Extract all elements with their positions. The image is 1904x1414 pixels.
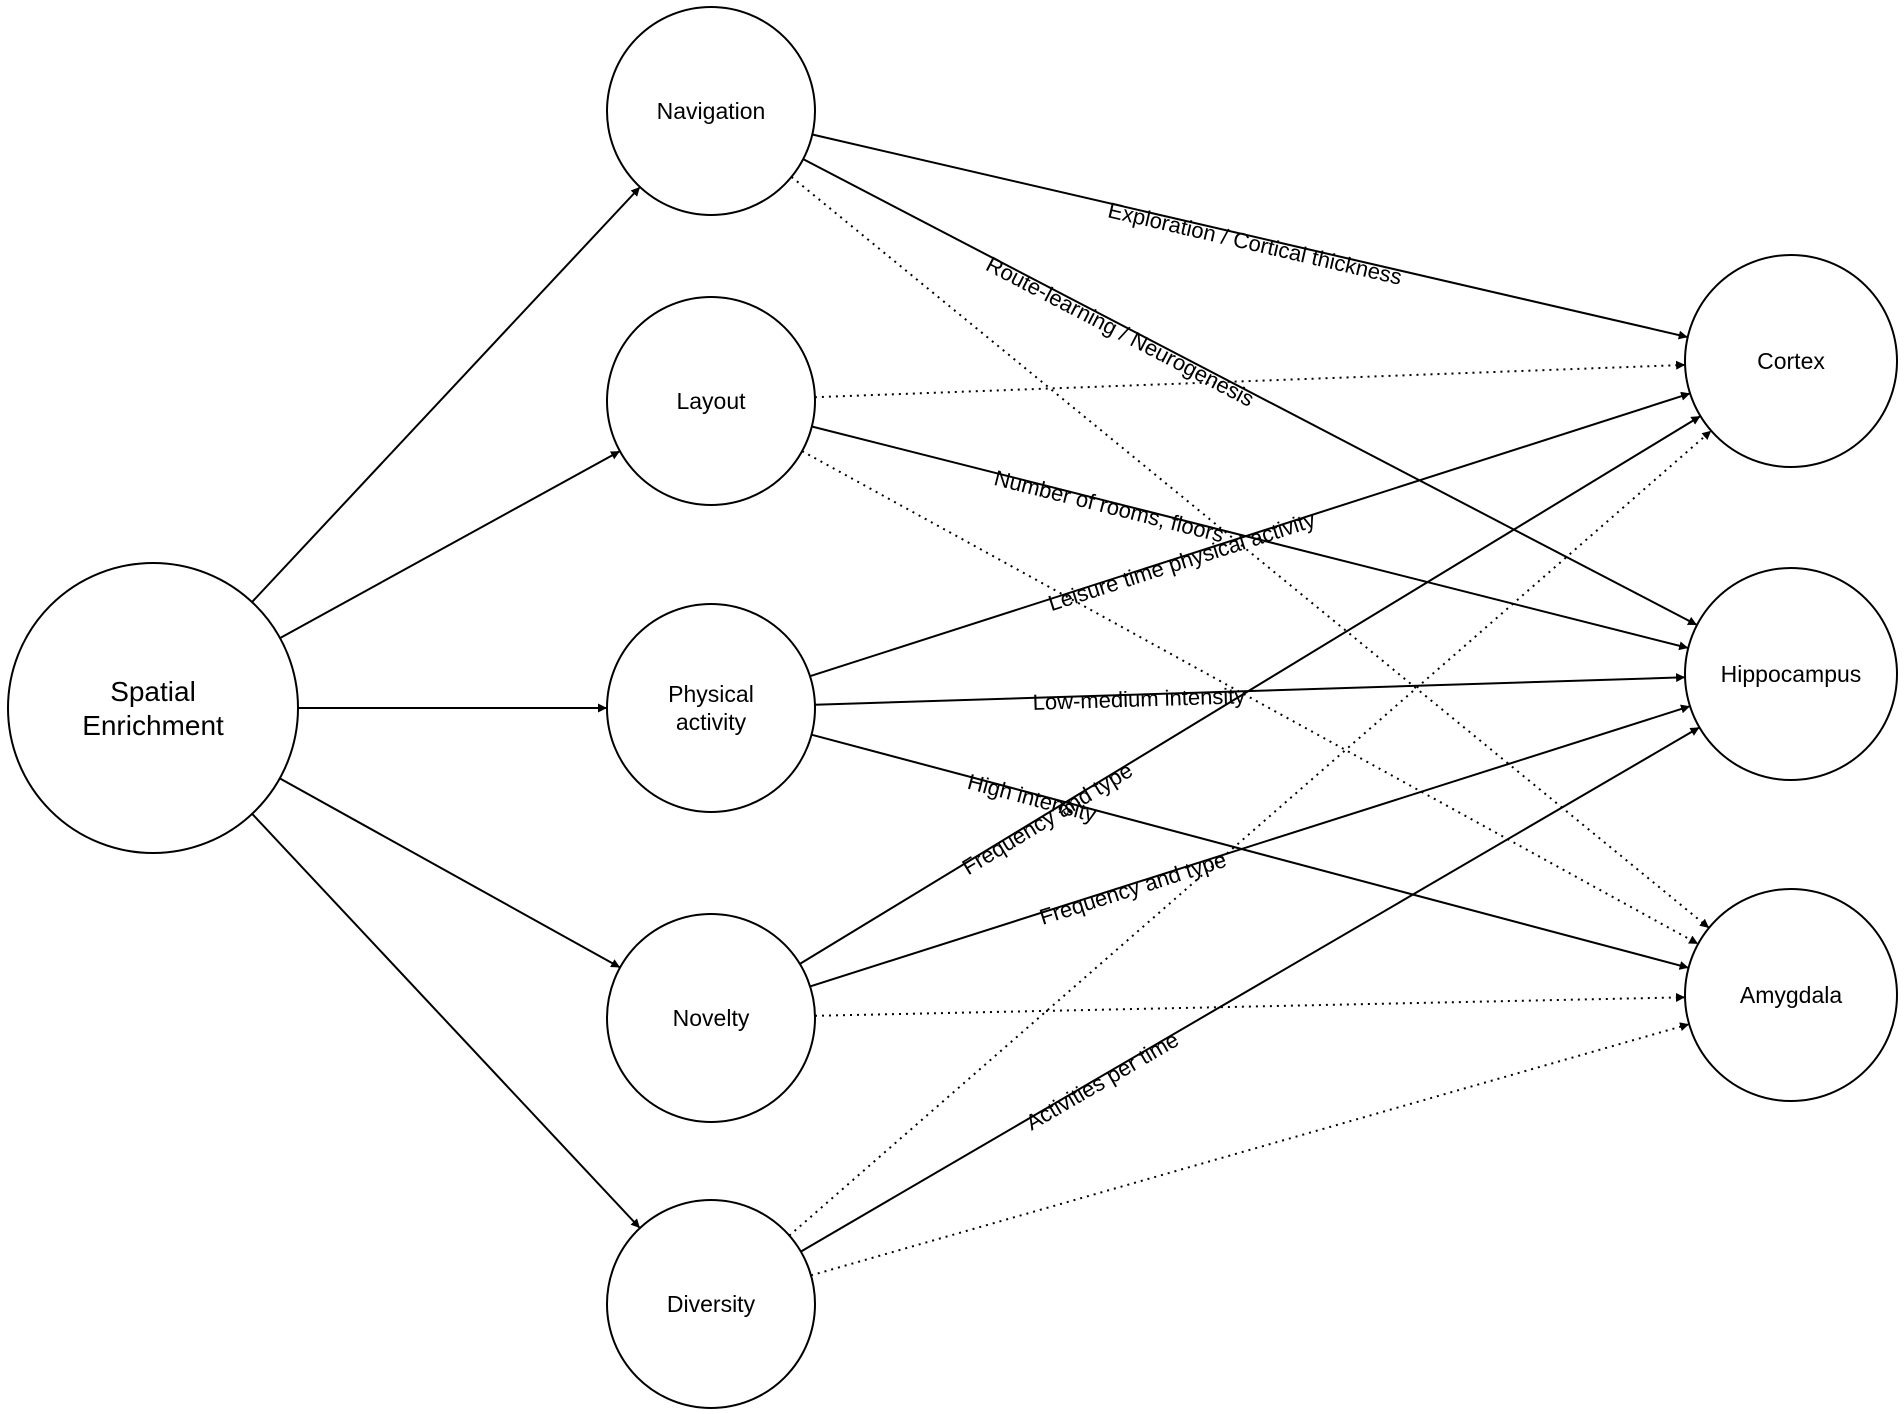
node-physical-activity-circle bbox=[606, 603, 816, 813]
node-diversity: Diversity bbox=[606, 1199, 816, 1409]
node-novelty-circle bbox=[606, 913, 816, 1123]
edge-label-navigation-to-hippocampus: Route-learning / Neurogenesis bbox=[982, 252, 1258, 412]
node-diversity-circle bbox=[606, 1199, 816, 1409]
edge-spatial-enrichment-to-novelty bbox=[279, 777, 621, 969]
edge-novelty-to-hippocampus bbox=[809, 704, 1691, 988]
node-navigation: Navigation bbox=[606, 6, 816, 216]
edge-navigation-to-amygdala bbox=[790, 176, 1710, 929]
node-hippocampus-label: Hippocampus bbox=[1721, 661, 1862, 687]
edge-label-diversity-to-hippocampus: Activities per time bbox=[1021, 1027, 1183, 1135]
edge-diversity-to-amygdala bbox=[810, 1022, 1690, 1277]
edge-navigation-to-cortex bbox=[812, 133, 1688, 340]
node-navigation-label: Navigation bbox=[657, 98, 766, 124]
node-physical-activity-label: Physical bbox=[668, 681, 754, 707]
edge-diversity-to-hippocampus bbox=[800, 726, 1700, 1253]
node-amygdala-label: Amygdala bbox=[1740, 982, 1842, 1008]
node-hippocampus-circle bbox=[1684, 567, 1898, 781]
node-diversity-label: Diversity bbox=[667, 1291, 756, 1317]
node-spatial-enrichment-label: Enrichment bbox=[82, 710, 224, 741]
edges-layer bbox=[251, 133, 1712, 1277]
edge-diversity-to-cortex bbox=[788, 429, 1712, 1237]
edge-novelty-to-amygdala bbox=[814, 992, 1686, 1017]
node-physical-activity-label: activity bbox=[676, 709, 747, 735]
edge-spatial-enrichment-to-diversity bbox=[251, 813, 641, 1229]
node-cortex: Cortex bbox=[1684, 254, 1898, 468]
node-layout-label: Layout bbox=[676, 388, 746, 414]
node-spatial-enrichment-label: Spatial bbox=[110, 676, 196, 707]
edge-navigation-to-hippocampus bbox=[802, 158, 1698, 626]
node-spatial-enrichment-circle bbox=[7, 562, 299, 854]
edge-spatial-enrichment-to-navigation bbox=[251, 186, 641, 603]
edge-labels-layer: Exploration / Cortical thicknessRoute-le… bbox=[958, 198, 1405, 1136]
node-amygdala: Amygdala bbox=[1684, 888, 1898, 1102]
node-novelty-label: Novelty bbox=[673, 1005, 750, 1031]
node-navigation-circle bbox=[606, 6, 816, 216]
edge-novelty-to-cortex bbox=[799, 415, 1701, 965]
node-novelty: Novelty bbox=[606, 913, 816, 1123]
edge-label-physical-activity-to-hippocampus: Low-medium intensity bbox=[1032, 683, 1245, 715]
node-layout-circle bbox=[606, 296, 816, 506]
edge-label-novelty-to-hippocampus: Frequency and type bbox=[1036, 847, 1229, 930]
edge-label-navigation-to-cortex: Exploration / Cortical thickness bbox=[1106, 198, 1405, 290]
node-hippocampus: Hippocampus bbox=[1684, 567, 1898, 781]
node-amygdala-circle bbox=[1684, 888, 1898, 1102]
node-layout: Layout bbox=[606, 296, 816, 506]
node-cortex-label: Cortex bbox=[1757, 348, 1825, 374]
edge-physical-activity-to-cortex bbox=[809, 391, 1691, 678]
edge-layout-to-cortex bbox=[814, 360, 1686, 399]
edge-spatial-enrichment-to-layout bbox=[279, 450, 621, 639]
node-cortex-circle bbox=[1684, 254, 1898, 468]
edge-layout-to-hippocampus bbox=[811, 425, 1689, 651]
edge-layout-to-amygdala bbox=[801, 450, 1699, 945]
edge-label-layout-to-hippocampus: Number of rooms, floors bbox=[992, 465, 1227, 547]
edge-physical-activity-to-amygdala bbox=[811, 733, 1689, 970]
